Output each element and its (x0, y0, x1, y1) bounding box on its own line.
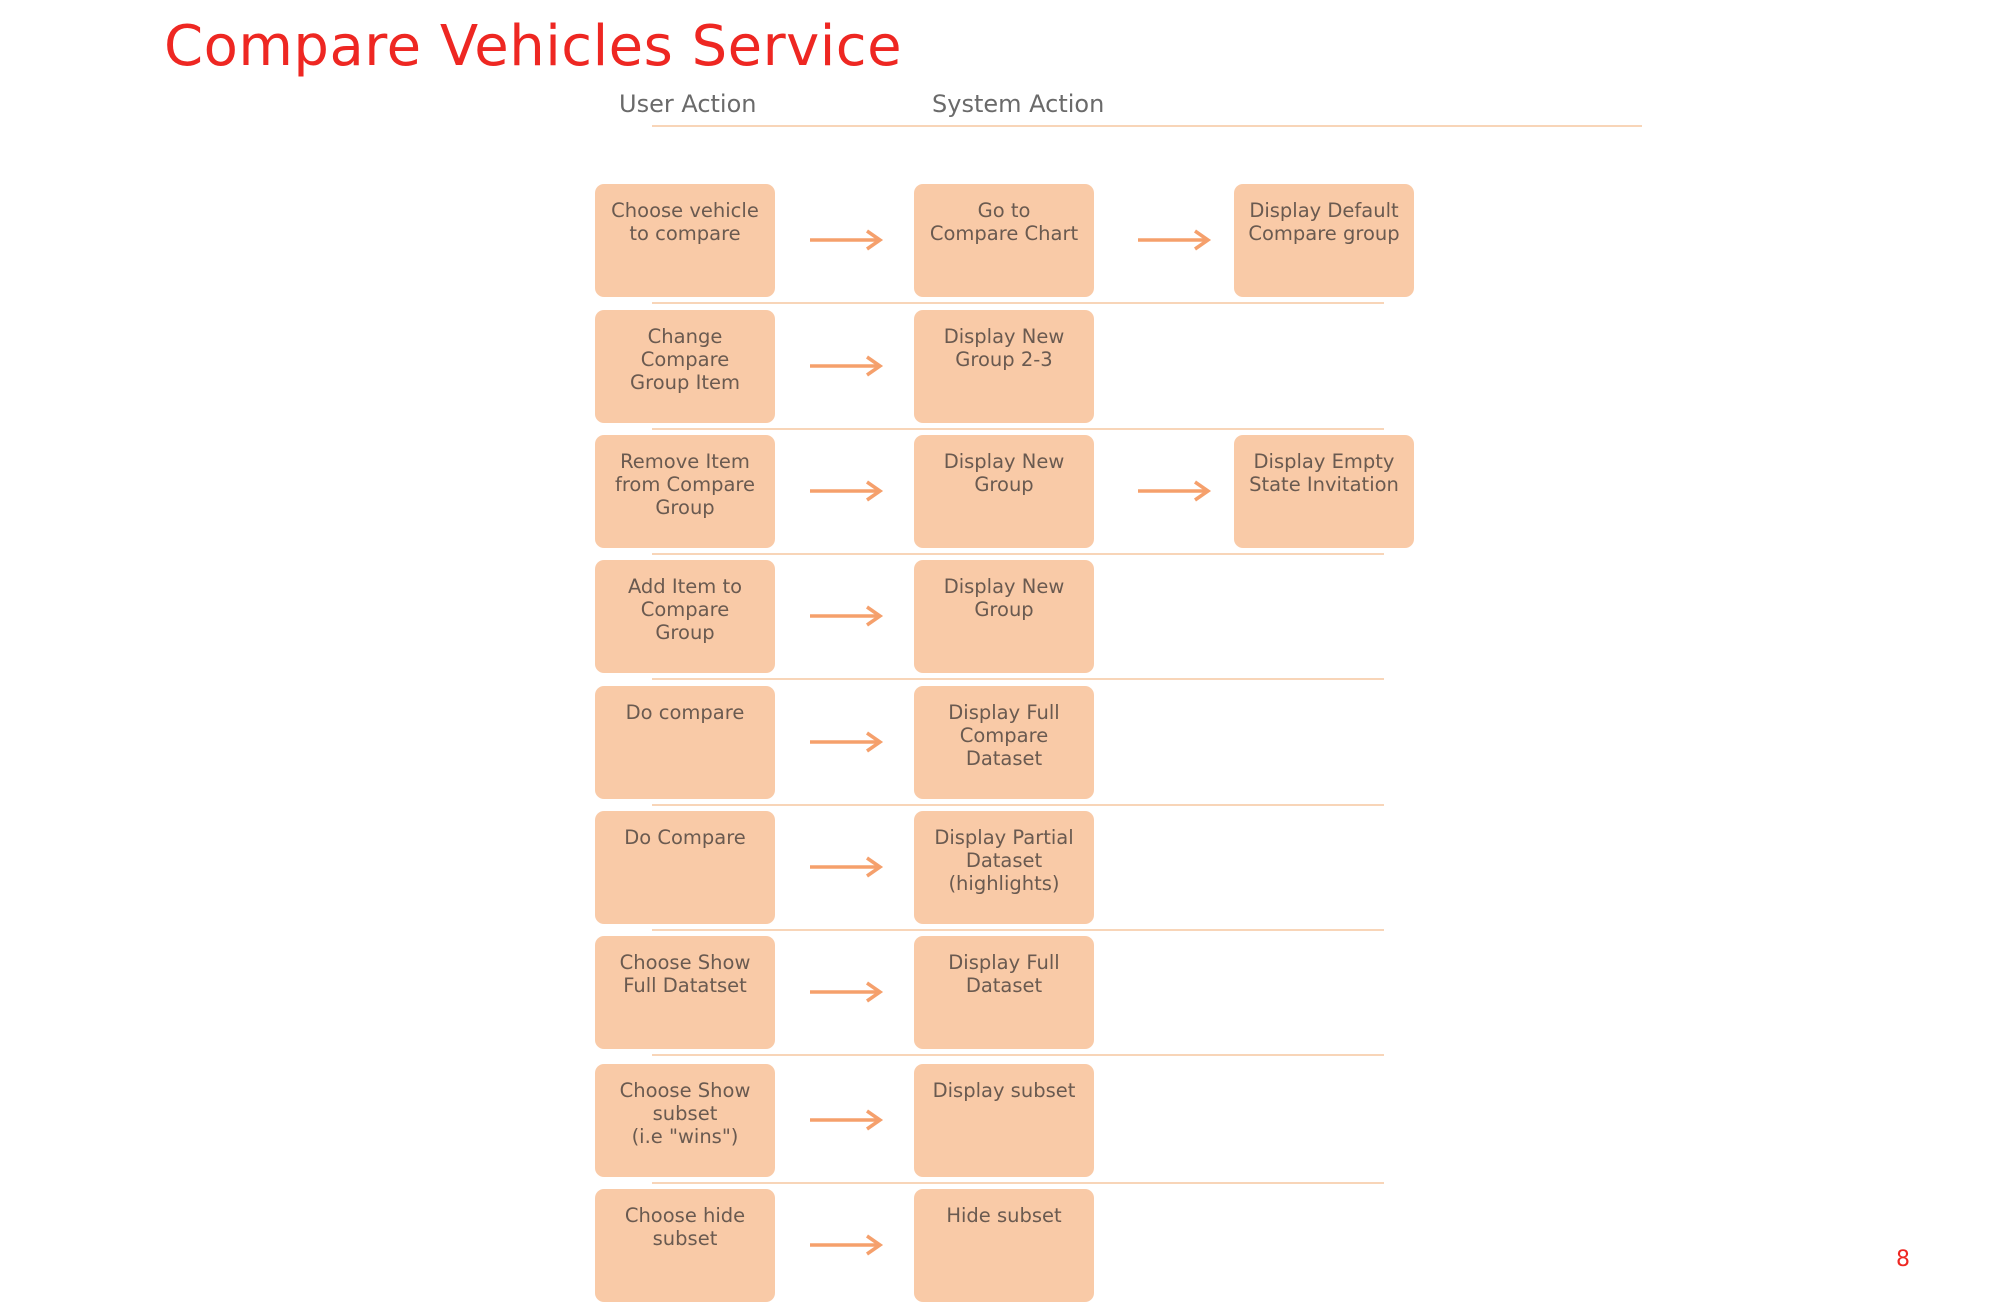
arrow-right-icon (810, 355, 884, 377)
arrow-right-icon (810, 1109, 884, 1131)
system-action-header: System Action (932, 90, 1105, 118)
page-number: 8 (1896, 1247, 1910, 1272)
user-action-box: Change Compare Group Item (595, 310, 775, 423)
page-title: Compare Vehicles Service (164, 14, 903, 79)
system-action-box: Display New Group (914, 560, 1094, 673)
row-divider (652, 428, 1384, 430)
row-divider (652, 929, 1384, 931)
row-divider (652, 678, 1384, 680)
system-action-box: Hide subset (914, 1189, 1094, 1302)
user-action-box: Add Item to Compare Group (595, 560, 775, 673)
arrow-right-icon (810, 1234, 884, 1256)
user-action-box: Remove Item from Compare Group (595, 435, 775, 548)
system-action-box: Display Full Compare Dataset (914, 686, 1094, 799)
user-action-header: User Action (619, 90, 757, 118)
row-divider (652, 553, 1384, 555)
system-action-box: Display New Group 2-3 (914, 310, 1094, 423)
user-action-box: Do compare (595, 686, 775, 799)
arrow-right-icon (1138, 480, 1212, 502)
user-action-box: Choose hide subset (595, 1189, 775, 1302)
system-action-box: Display subset (914, 1064, 1094, 1177)
user-action-box: Choose Show subset (i.e "wins") (595, 1064, 775, 1177)
arrow-right-icon (810, 605, 884, 627)
system-result-box: Display Empty State Invitation (1234, 435, 1414, 548)
system-action-box: Display Partial Dataset (highlights) (914, 811, 1094, 924)
user-action-box: Do Compare (595, 811, 775, 924)
system-result-box: Display Default Compare group (1234, 184, 1414, 297)
arrow-right-icon (810, 480, 884, 502)
arrow-right-icon (810, 856, 884, 878)
arrow-right-icon (1138, 229, 1212, 251)
arrow-right-icon (810, 731, 884, 753)
system-action-box: Display Full Dataset (914, 936, 1094, 1049)
system-action-box: Display New Group (914, 435, 1094, 548)
arrow-right-icon (810, 229, 884, 251)
row-divider (652, 302, 1384, 304)
user-action-box: Choose vehicle to compare (595, 184, 775, 297)
system-action-box: Go to Compare Chart (914, 184, 1094, 297)
arrow-right-icon (810, 981, 884, 1003)
row-divider (652, 804, 1384, 806)
row-divider (652, 1182, 1384, 1184)
user-action-box: Choose Show Full Datatset (595, 936, 775, 1049)
header-divider (652, 125, 1642, 127)
row-divider (652, 1054, 1384, 1056)
